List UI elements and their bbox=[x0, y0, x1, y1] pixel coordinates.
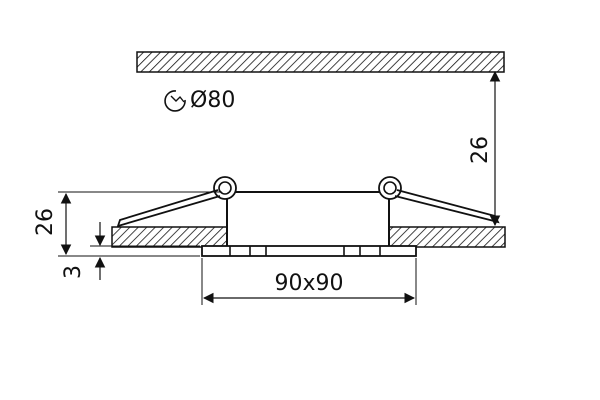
flange-thickness-label: 3 bbox=[61, 265, 86, 279]
fixture-height-dimension bbox=[58, 191, 222, 257]
ceiling-panel-left bbox=[111, 226, 231, 248]
fixture-flange bbox=[201, 245, 417, 257]
flange-thickness-dimension bbox=[90, 222, 200, 280]
fixture-body bbox=[226, 191, 390, 248]
frame-size-dimension bbox=[201, 258, 417, 305]
mounting-depth-label: 26 bbox=[468, 136, 493, 164]
hole-diameter-label: Ø80 bbox=[190, 88, 235, 113]
frame-size-label: 90x90 bbox=[274, 271, 343, 296]
spring-clip-right bbox=[378, 176, 500, 224]
ceiling-panel-right bbox=[387, 226, 506, 248]
spring-clip-left bbox=[116, 176, 237, 228]
drill-hole-icon bbox=[164, 90, 186, 112]
ceiling-slab bbox=[136, 51, 505, 73]
fixture-height-label: 26 bbox=[33, 208, 58, 236]
